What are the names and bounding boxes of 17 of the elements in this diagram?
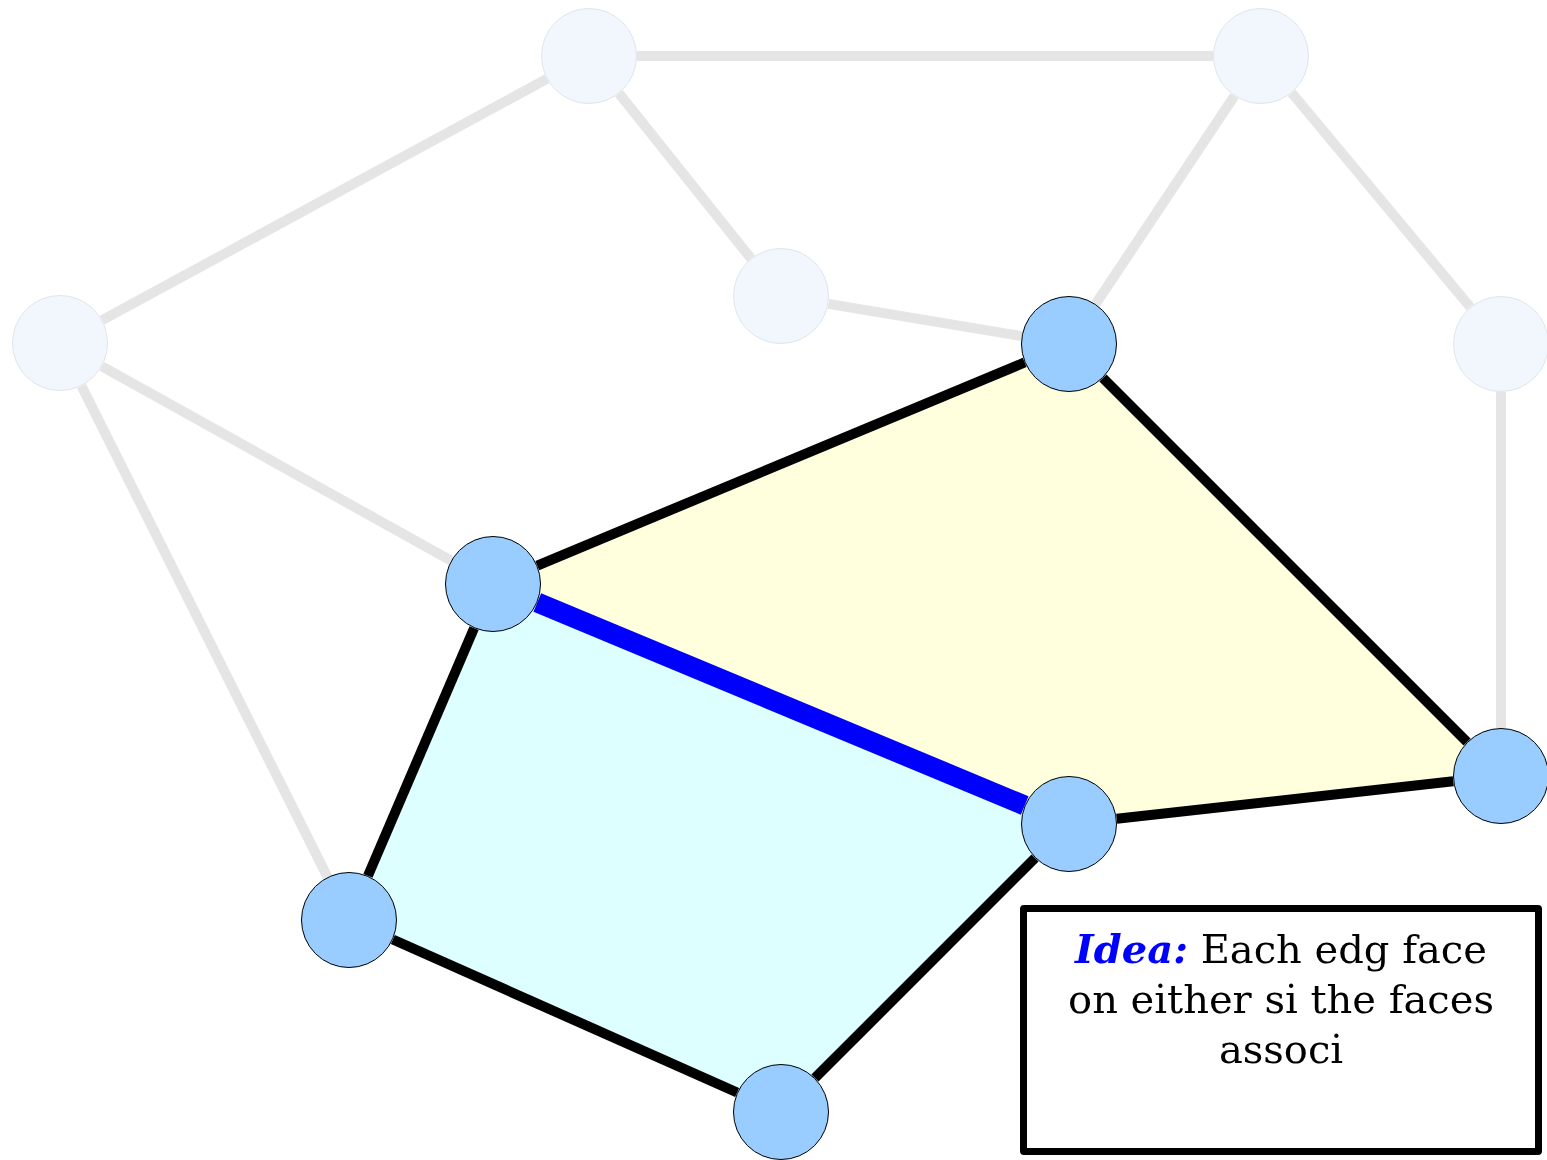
- graph-edge: [1099, 374, 1471, 746]
- graph-edge: [615, 90, 755, 262]
- note-box: Idea: Each edg face on either si the faces associ: [1020, 905, 1542, 1155]
- graph-edge: [533, 593, 1029, 815]
- graph-edge: [99, 361, 454, 566]
- graph-edge: [811, 854, 1039, 1082]
- graph-edge: [1116, 776, 1454, 824]
- graph-edge: [535, 357, 1027, 571]
- graph-edge: [1496, 392, 1506, 728]
- graph-edge: [1287, 89, 1475, 311]
- graph-edge: [637, 51, 1213, 61]
- graph-edge: [77, 383, 332, 880]
- graph-edge: [1091, 93, 1239, 307]
- graph-edge: [99, 74, 550, 325]
- graph-edge: [827, 298, 1023, 342]
- graph-edge: [363, 626, 479, 878]
- graph-edge: [390, 934, 740, 1098]
